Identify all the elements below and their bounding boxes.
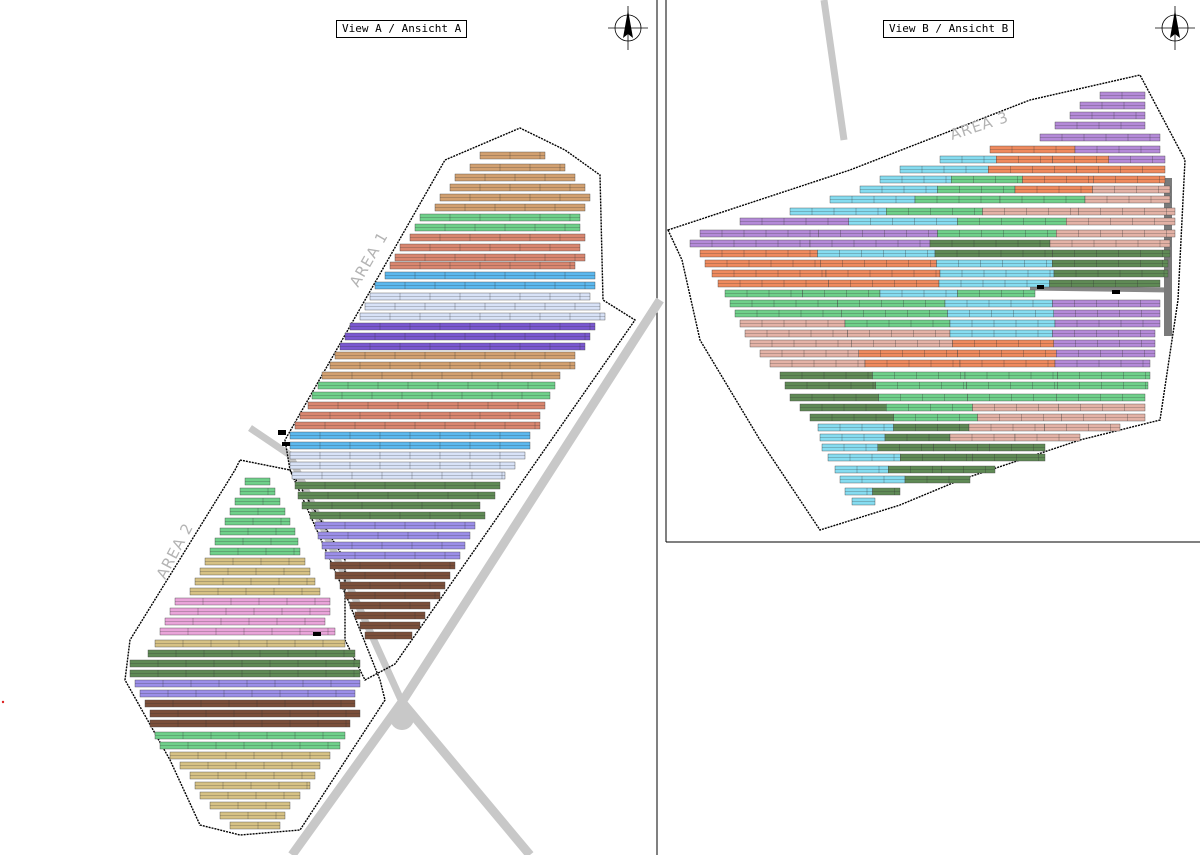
area-2-label: AREA 2: [153, 520, 197, 582]
area-3-module-rows: [689, 91, 1176, 506]
roads-view-a: [248, 297, 664, 855]
view-a-title: View A / Ansicht A: [336, 20, 468, 38]
view-b-title: View B / Ansicht B: [883, 20, 1015, 38]
marker-dot: [1, 700, 5, 704]
area-2-module-rows: [129, 477, 361, 830]
north-arrow-icon: [1155, 6, 1195, 50]
north-arrow-icon: [608, 6, 648, 50]
area-1-module-rows: [289, 151, 606, 640]
area-1-label: AREA 1: [346, 228, 392, 290]
equipment-icon: [278, 285, 1120, 636]
area-3-label: AREA 3: [948, 108, 1011, 144]
road-view-b: [820, 0, 848, 141]
area-2-boundary: [124, 459, 386, 836]
roundabout: [390, 706, 414, 730]
access-road-view-b: [1029, 285, 1171, 293]
area-1-boundary: [284, 127, 636, 681]
